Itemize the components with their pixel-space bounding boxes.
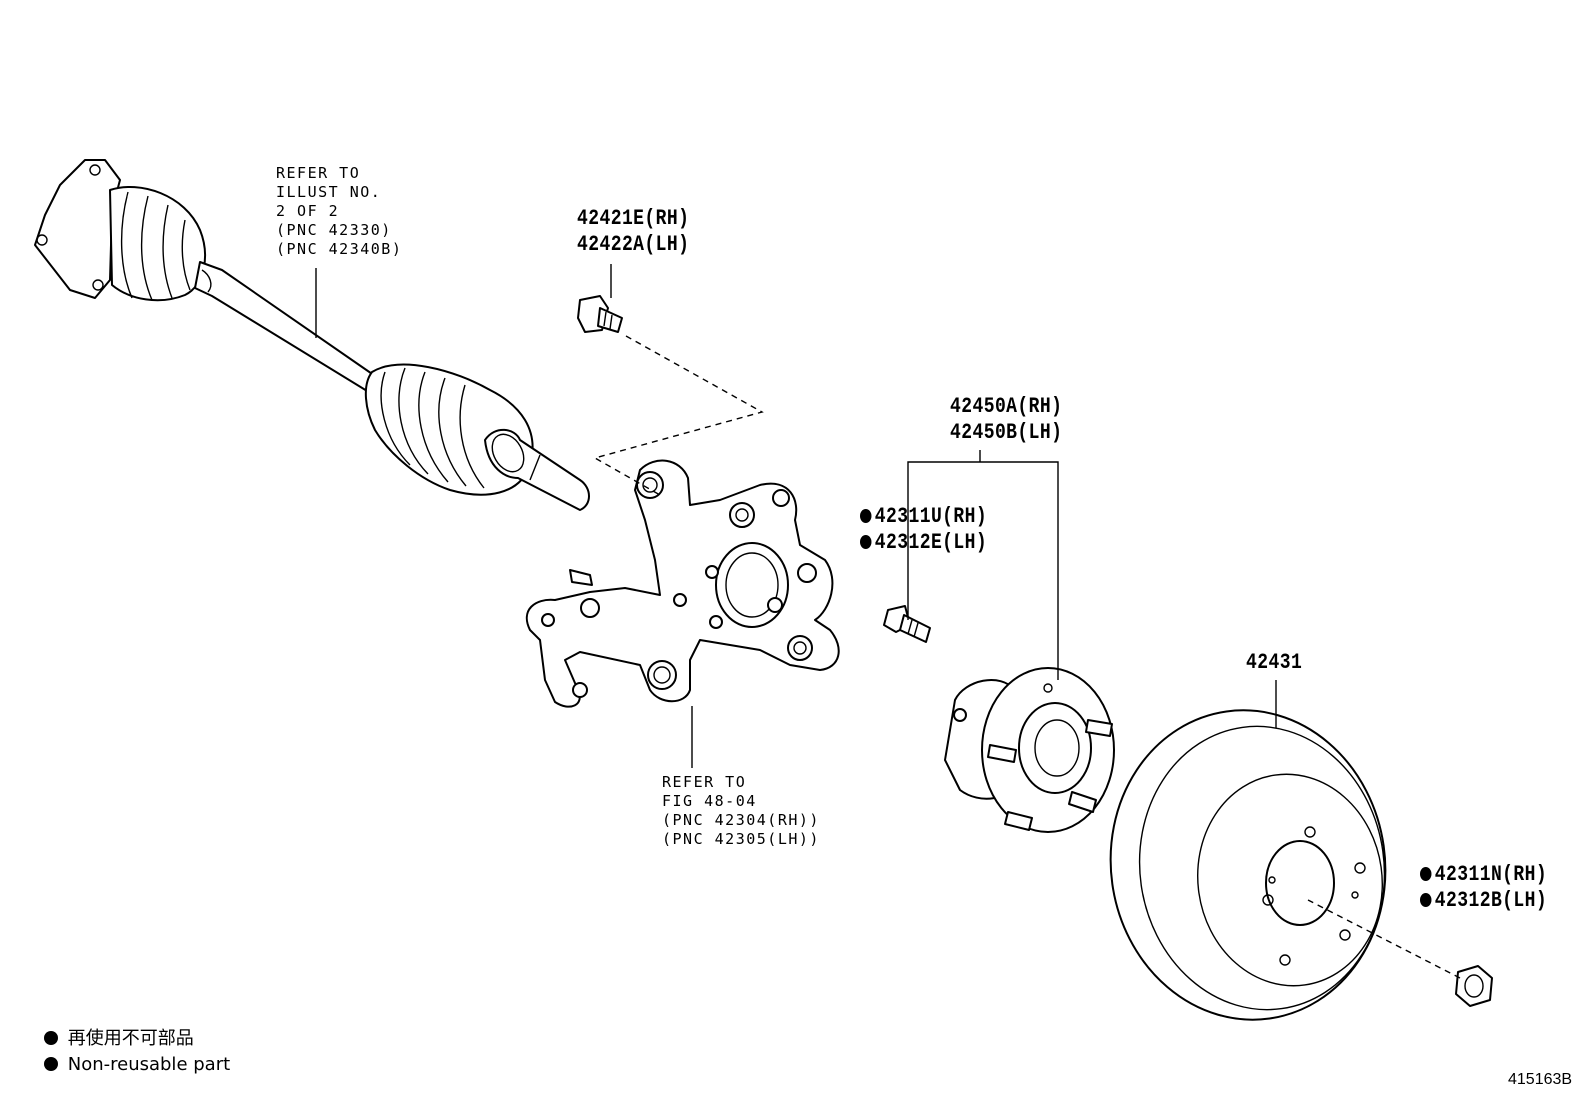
legend-marker	[44, 1057, 58, 1071]
refer-knuckle-line-1: REFER TO	[662, 773, 747, 791]
label-42311u-rh: 42311U(RH)	[874, 504, 988, 529]
hub-nut	[1455, 965, 1493, 1007]
label-42311n-rh: 42311N(RH)	[1434, 862, 1548, 887]
knuckle-bolt	[577, 295, 623, 333]
label-42421: 42421E(RH) 42422A(LH)	[577, 208, 689, 260]
legend-en: Non-reusable part	[67, 1054, 231, 1075]
leader-lines	[315, 264, 1461, 979]
label-42450: 42450A(RH) 42450B(LH)	[950, 396, 1062, 448]
steering-knuckle	[525, 459, 840, 708]
label-42450-lh: 42450B(LH)	[950, 420, 1063, 445]
refer-axle-line-5: (PNC 42340B)	[276, 240, 403, 258]
refer-axle-line-1: REFER TO	[276, 164, 361, 182]
label-42311n: 42311N(RH) 42312B(LH)	[1420, 864, 1547, 916]
hub-bolt	[883, 605, 931, 643]
figure-id: 415163B	[1508, 1071, 1573, 1088]
axle-hub-bearing	[944, 667, 1115, 833]
legend-jp: 再使用不可部品	[67, 1028, 194, 1049]
non-reusable-marker	[1420, 867, 1432, 881]
refer-knuckle-note: REFER TO FIG 48-04 (PNC 42304(RH)) (PNC …	[662, 775, 820, 851]
non-reusable-marker	[1420, 893, 1432, 907]
refer-axle-note: REFER TO ILLUST NO. 2 OF 2 (PNC 42330) (…	[276, 166, 402, 261]
refer-axle-line-4: (PNC 42330)	[276, 221, 392, 239]
non-reusable-marker	[860, 509, 872, 523]
refer-axle-line-2: ILLUST NO.	[276, 183, 382, 201]
refer-knuckle-line-4: (PNC 42305(LH))	[662, 830, 820, 848]
refer-knuckle-line-3: (PNC 42304(RH))	[662, 811, 820, 829]
legend-marker	[44, 1031, 58, 1045]
label-42311u-lh: 42312E(LH)	[874, 530, 988, 555]
label-42421-lh: 42422A(LH)	[577, 232, 690, 257]
brake-disc	[1109, 709, 1387, 1021]
label-42421-rh: 42421E(RH)	[577, 206, 690, 231]
drive-shaft-assembly	[34, 159, 590, 511]
label-42450-rh: 42450A(RH)	[950, 394, 1063, 419]
non-reusable-marker	[860, 535, 872, 549]
label-42431-text: 42431	[1246, 650, 1303, 675]
label-42311n-lh: 42312B(LH)	[1434, 888, 1548, 913]
refer-knuckle-line-2: FIG 48-04	[662, 792, 757, 810]
refer-axle-line-3: 2 OF 2	[276, 202, 340, 220]
legend: 再使用不可部品 Non-reusable part	[44, 1030, 230, 1078]
label-42431: 42431	[1246, 652, 1302, 674]
label-42311u: 42311U(RH) 42312E(LH)	[860, 506, 987, 558]
